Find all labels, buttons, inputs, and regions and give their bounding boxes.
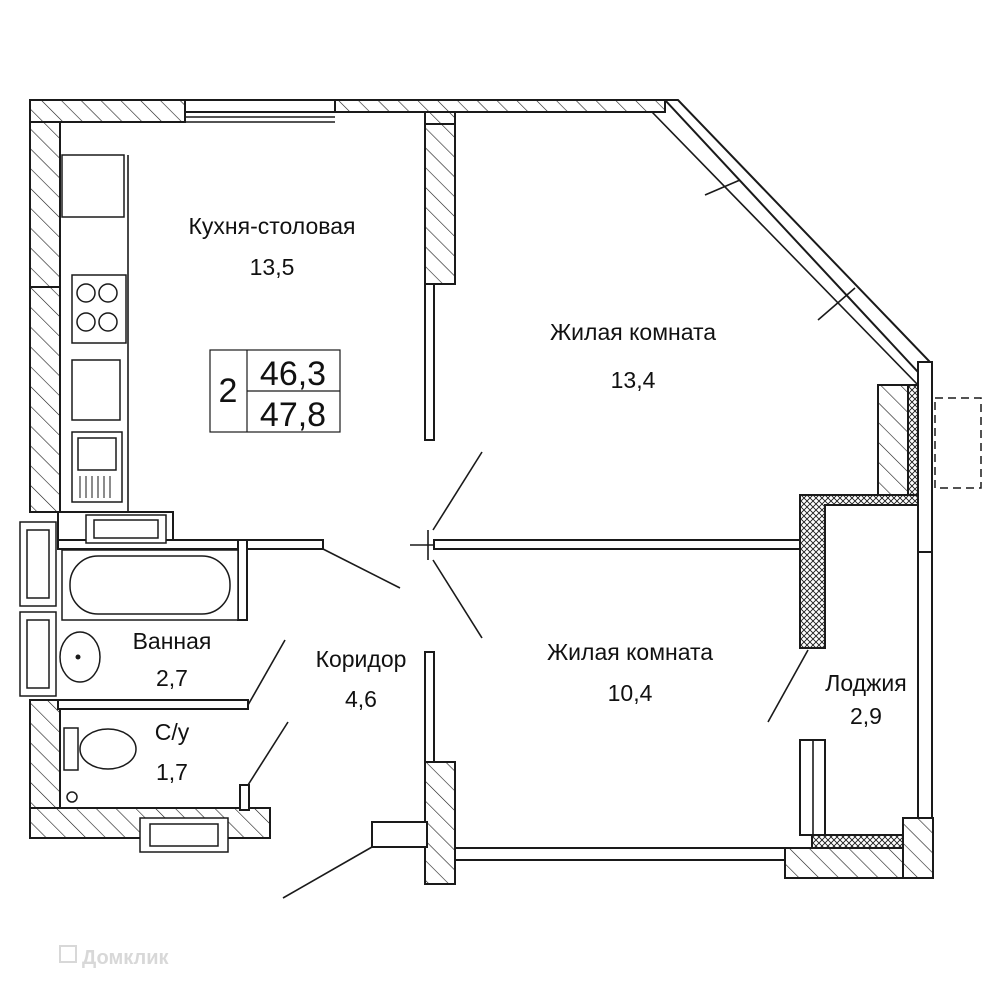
corridor-name: Коридор bbox=[316, 646, 407, 672]
living1-area: 13,4 bbox=[611, 367, 656, 393]
watermark: Домклик bbox=[82, 947, 169, 969]
kitchen-name: Кухня-столовая bbox=[189, 213, 356, 239]
kitchen-area: 13,5 bbox=[250, 254, 295, 280]
wc-name: С/у bbox=[155, 719, 190, 745]
bathroom-area: 2,7 bbox=[156, 665, 188, 691]
stove bbox=[71, 274, 127, 344]
living1-name: Жилая комната bbox=[550, 319, 716, 345]
living2-name: Жилая комната bbox=[547, 639, 713, 665]
cabinet bbox=[71, 359, 121, 421]
corridor-area: 4,6 bbox=[345, 686, 377, 712]
bathroom-name: Ванная bbox=[133, 628, 212, 654]
door-swings bbox=[247, 451, 809, 899]
rooms-count: 2 bbox=[219, 372, 238, 410]
loggia-name: Лоджия bbox=[825, 670, 907, 696]
exterior-walls bbox=[29, 99, 934, 879]
apartment-summary: 2 46,3 47,8 bbox=[209, 349, 341, 434]
total-area: 47,8 bbox=[260, 396, 326, 434]
bathroom-fixtures bbox=[19, 514, 239, 853]
watermark-logo-icon bbox=[59, 945, 77, 963]
living-area: 46,3 bbox=[260, 355, 326, 393]
kitchen-fixtures bbox=[61, 154, 129, 512]
room-labels: Кухня-столовая 13,5 Жилая комната 13,4 Ж… bbox=[133, 213, 907, 785]
living2-area: 10,4 bbox=[608, 680, 653, 706]
toilet-bowl bbox=[79, 728, 137, 770]
loggia-area: 2,9 bbox=[850, 703, 882, 729]
ac-unit bbox=[934, 397, 982, 489]
wc-area: 1,7 bbox=[156, 759, 188, 785]
toilet-tank bbox=[63, 727, 79, 771]
fridge bbox=[61, 154, 125, 218]
